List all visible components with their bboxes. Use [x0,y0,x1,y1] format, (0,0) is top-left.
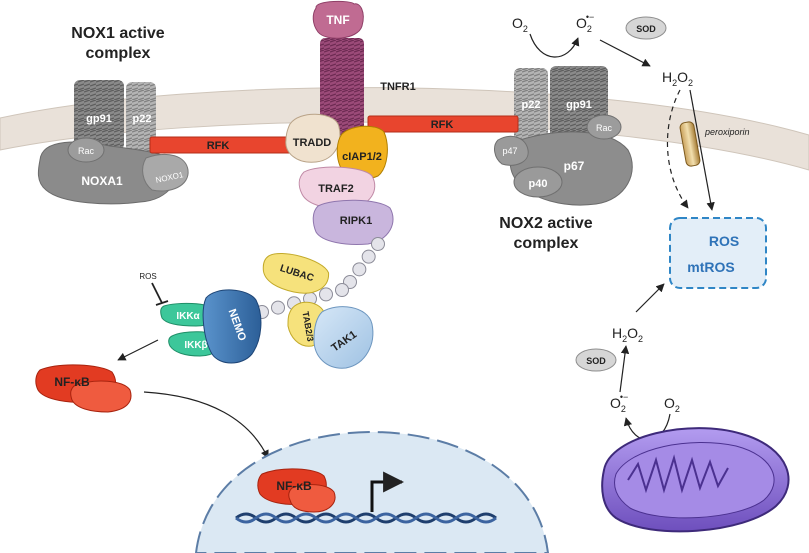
sod-mito-label: SOD [586,356,606,366]
mitochondrion [601,427,790,533]
nox1-title-line1: NOX1 active [71,25,164,42]
nox1-rac-label: Rac [78,146,95,156]
nfkb-translocation-arrow [143,391,269,459]
transcription-arrow [370,471,405,512]
ubiquitin-bead [335,283,349,297]
nox2-rac-label: Rac [596,123,613,133]
ripk1-label: RIPK1 [340,215,372,227]
tnfr1-helices [320,38,364,138]
ros-box-ros: ROS [709,233,739,249]
ubiquitin-bead [319,287,333,302]
nox2-p22-helices [514,68,548,144]
ros-inhibition-line [151,282,169,306]
nfkb-nuclear-label: NF-κB [276,479,312,493]
tak1 [313,306,374,369]
svg-text:O2: O2 [512,15,528,34]
ciap-label: cIAP1/2 [342,151,382,163]
h2o2-diffusion-dashed-arrow [666,89,689,209]
ros-box [669,217,767,289]
ikk-to-nfkb-arrow [117,339,159,361]
o2-to-superoxide-arrow [529,33,580,58]
ros-box-mtros: mtROS [687,259,734,275]
svg-text:H2O2: H2O2 [612,325,643,344]
ikka-label: IKKα [176,311,200,322]
nox2-rfk [367,115,519,133]
ros-inhibitor-label: ROS [139,272,156,281]
nox2-p22-label: p22 [522,99,541,111]
ikkb-label: IKKβ [184,340,207,351]
nemo [202,289,262,364]
svg-text:O2•−: O2•− [610,392,628,414]
nox2-rac-subunit [586,114,622,140]
extracellular-h2o2: H2O2 [662,69,693,88]
p47-label: p47 [502,146,517,156]
nox1-gp91-label: gp91 [86,113,112,125]
nox1-title-line2: complex [86,45,151,62]
nox1-gp91-helices [74,80,124,150]
mito-h2o2: H2O2 [612,325,643,344]
nox2-rfk-label: RFK [431,119,454,131]
ubiquitin-bead [271,300,285,315]
p47-subunit [494,135,529,166]
ripk1 [312,199,394,245]
peroxiporin-label: peroxiporin [704,127,750,137]
nox1-p22-label: p22 [133,113,152,125]
svg-text:O2: O2 [664,395,680,414]
tradd [285,113,341,163]
ubiquitin-bead [371,237,385,251]
nfkb-cytoplasmic: NF-κB [35,364,132,413]
svg-text:O2•−: O2•− [576,12,594,34]
dna-helix [235,512,497,524]
p40-label: p40 [529,178,548,190]
peroxiporin-channel [679,121,701,167]
nox1-p22-helices [126,82,156,152]
nox2-title-line2: complex [514,235,579,252]
ciap [336,125,388,180]
p67-label: p67 [564,159,585,173]
mito-superoxide: O2•− [610,392,628,414]
p40-subunit [513,166,563,198]
extracellular-o2: O2 [512,15,528,34]
nox2-title-line1: NOX2 active [499,215,592,232]
h2o2-peroxiporin-arrow [689,89,715,211]
ubiquitin-bead [352,262,367,277]
superoxide-to-h2o2-arrow [599,39,651,67]
extracellular-superoxide: O2•− [576,12,594,34]
noxo1-subunit [142,154,189,192]
nox1-rac-subunit [67,137,105,163]
nox1-complex: NOX1 active complex gp91 p22 Rac NOXA1 N… [37,25,189,205]
nox2-complex: p22 gp91 Rac p67 p47 p40 NOX2 active com… [494,66,633,252]
ubiquitin-bead [361,249,376,264]
tnf-ligand [312,0,364,39]
svg-text:H2O2: H2O2 [662,69,693,88]
nox1-rfk-label: RFK [207,140,230,152]
tnfr1-label: TNFR1 [380,81,415,93]
traf2-label: TRAF2 [318,183,353,195]
tnf-label: TNF [326,13,349,27]
tnf-receptor-complex: TNF TNFR1 [312,0,416,138]
mito-o2: O2 [664,395,680,414]
tradd-label: TRADD [293,137,332,149]
nfkb-cyto-label: NF-κB [54,375,90,389]
mito-h2o2-to-ros-arrow [635,283,665,313]
sod-enzyme-mito [575,348,617,372]
nfkb-nuclear: NF-κB [257,468,336,513]
mito-superoxide-to-h2o2-arrow [619,345,630,393]
lubac [262,252,330,294]
nox2-gp91-label: gp91 [566,99,592,111]
sod-enzyme-top [625,16,667,40]
noxa1-label: NOXA1 [81,174,123,188]
sod-top-label: SOD [636,24,656,34]
